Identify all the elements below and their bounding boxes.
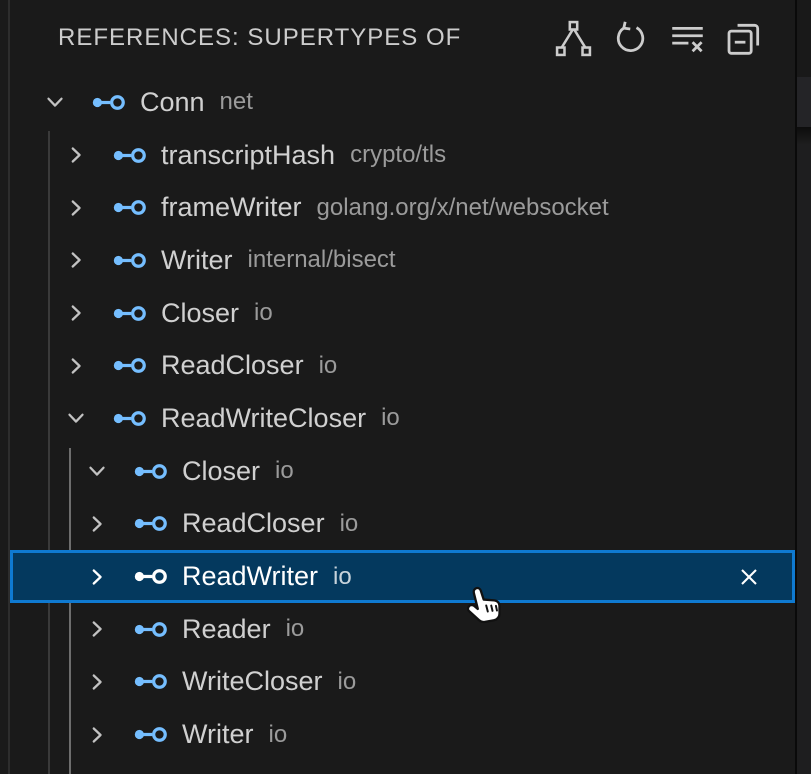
tree-item-description: net	[219, 88, 253, 116]
tree-item-description: io	[254, 299, 273, 327]
tree-item-description: io	[268, 720, 288, 748]
editor-breadcrumb-edge	[797, 77, 811, 127]
tree-item-label: Closer	[161, 297, 240, 328]
tree-item-description: io	[381, 404, 400, 432]
tree-item-description: io	[339, 509, 359, 537]
interface-symbol-icon	[113, 304, 148, 323]
tree-item-description: io	[275, 457, 294, 485]
interface-symbol-icon	[113, 146, 148, 165]
clear-results-icon	[669, 20, 706, 57]
tree-item-label: Conn	[140, 86, 205, 117]
chevron-right-icon[interactable]	[73, 616, 121, 642]
editor-edge-strip	[797, 0, 811, 774]
editor-tabbar-edge	[797, 0, 811, 77]
pane-actions	[553, 18, 764, 58]
chevron-down-icon[interactable]	[73, 458, 121, 484]
interface-symbol-icon	[92, 93, 127, 112]
interface-symbol-icon	[134, 620, 169, 639]
chevron-right-icon[interactable]	[73, 511, 121, 537]
tree-item-description: io	[285, 615, 305, 643]
tree-row[interactable]: Closer io	[10, 287, 795, 340]
tree-item-label: transcriptHash	[161, 139, 336, 170]
interface-symbol-icon	[113, 409, 148, 428]
interface-symbol-icon	[113, 356, 148, 375]
tree-item-description: io	[337, 667, 357, 695]
panel-right-divider	[795, 0, 797, 774]
tree-item-label: WriteCloser	[182, 666, 323, 697]
refresh-button[interactable]	[610, 18, 650, 58]
tree-item-description: internal/bisect	[247, 246, 396, 274]
tree-item-label: ReadWriteCloser	[161, 402, 367, 433]
pane-title: REFERENCES: SUPERTYPES OF	[58, 24, 462, 51]
chevron-down-icon[interactable]	[31, 89, 79, 115]
panel-left-border	[8, 0, 10, 774]
tree-item-label: frameWriter	[161, 192, 302, 223]
tree-row[interactable]: frameWriter golang.org/x/net/websocket	[10, 181, 795, 234]
tree-row[interactable]: Reader io	[10, 603, 795, 656]
indent-guide-active	[69, 448, 71, 774]
interface-symbol-icon	[134, 672, 169, 691]
tree-row[interactable]: ReadCloser io	[10, 339, 795, 392]
interface-symbol-icon	[134, 514, 169, 533]
collapse-all-button[interactable]	[724, 18, 764, 58]
chevron-right-icon[interactable]	[73, 722, 121, 748]
interface-symbol-icon	[134, 725, 169, 744]
tree-item-label: ReadWriter	[182, 561, 319, 592]
indent-guide	[48, 131, 50, 774]
pane-header: REFERENCES: SUPERTYPES OF	[10, 0, 795, 76]
tree-item-label: ReadCloser	[161, 350, 304, 381]
chevron-right-icon[interactable]	[52, 353, 100, 379]
tree-item-label: Writer	[161, 244, 233, 275]
clear-results-button[interactable]	[667, 18, 707, 58]
chevron-right-icon[interactable]	[52, 195, 100, 221]
tree-row[interactable]: transcriptHash crypto/tls	[10, 129, 795, 182]
refresh-icon	[612, 20, 649, 57]
chevron-right-icon[interactable]	[73, 564, 121, 590]
tree-row[interactable]: ReadCloser io	[10, 498, 795, 551]
tree-row[interactable]: Closer io	[10, 445, 795, 498]
tree-row[interactable]: ReadWriter io	[10, 550, 795, 603]
interface-symbol-icon	[113, 251, 148, 270]
tree-item-label: Reader	[182, 613, 271, 644]
tree-row[interactable]: ReadWriteCloser io	[10, 392, 795, 445]
tree-item-label: Closer	[182, 455, 261, 486]
interface-symbol-icon	[134, 567, 169, 586]
type-hierarchy-icon	[555, 20, 592, 57]
tree-row[interactable]: Writer io	[10, 708, 795, 761]
chevron-right-icon[interactable]	[52, 300, 100, 326]
chevron-right-icon[interactable]	[52, 247, 100, 273]
tree-item-description: io	[333, 562, 352, 590]
chevron-right-icon[interactable]	[73, 669, 121, 695]
chevron-right-icon[interactable]	[52, 142, 100, 168]
interface-symbol-icon	[113, 198, 148, 217]
collapse-all-icon	[726, 20, 763, 57]
tree-row[interactable]: Writer internal/bisect	[10, 234, 795, 287]
tree-item-label: Writer	[182, 719, 254, 750]
interface-symbol-icon	[134, 462, 169, 481]
tree-row[interactable]: WriteCloser io	[10, 656, 795, 709]
chevron-down-icon[interactable]	[52, 405, 100, 431]
tree-item-description: golang.org/x/net/websocket	[316, 193, 609, 221]
tree-item-label: ReadCloser	[182, 508, 325, 539]
show-type-hierarchy-button[interactable]	[553, 18, 593, 58]
tree-item-description: crypto/tls	[350, 141, 447, 169]
close-icon[interactable]	[735, 563, 763, 591]
editor-scroll-shadow	[797, 127, 811, 145]
tree-item-description: io	[318, 351, 338, 379]
